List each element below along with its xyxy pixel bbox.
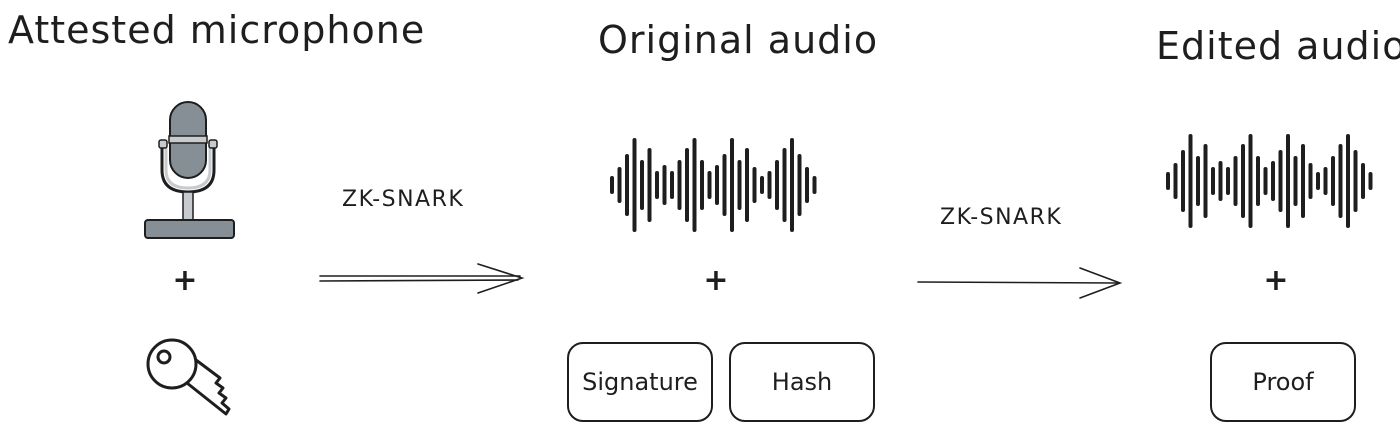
key-icon bbox=[146, 338, 231, 416]
hash-box: Hash bbox=[729, 342, 875, 422]
edited-waveform-icon bbox=[1166, 134, 1373, 228]
zk-snark-arrow-2 bbox=[917, 267, 1123, 299]
edited-audio-title: Edited audio bbox=[1156, 24, 1400, 68]
zk-snark-arrow-1 bbox=[319, 263, 525, 294]
proof-box: Proof bbox=[1210, 342, 1356, 422]
plus-sign-microphone: + bbox=[172, 263, 198, 298]
arrow-label-2: ZK-SNARK bbox=[940, 205, 1063, 230]
original-audio-title: Original audio bbox=[598, 18, 879, 62]
microphone-title: Attested microphone bbox=[8, 8, 426, 52]
plus-sign-edited: + bbox=[1263, 263, 1289, 298]
original-waveform-icon bbox=[610, 138, 817, 232]
arrow-label-1: ZK-SNARK bbox=[342, 187, 465, 212]
plus-sign-original: + bbox=[703, 263, 729, 298]
signature-box: Signature bbox=[567, 342, 713, 422]
microphone-icon bbox=[144, 101, 235, 239]
